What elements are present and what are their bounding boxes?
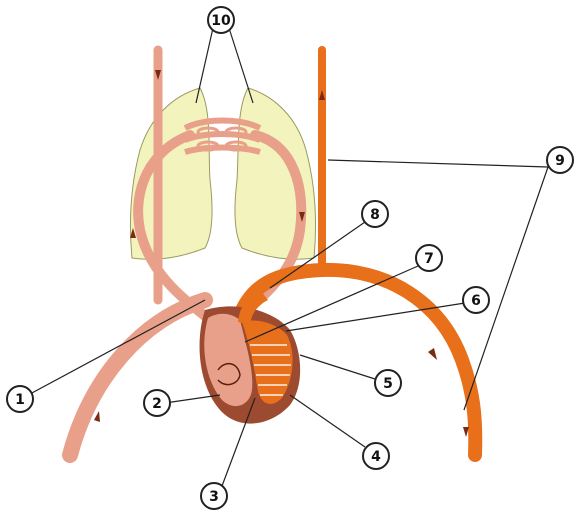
callout-7: 7 — [416, 245, 442, 271]
callout-10-text: 10 — [211, 13, 231, 29]
callout-2-text: 2 — [152, 396, 162, 412]
vein-from-body — [70, 300, 205, 455]
callout-5-text: 5 — [383, 376, 393, 392]
callout-10: 10 — [208, 7, 234, 33]
callout-7-text: 7 — [424, 251, 434, 267]
callout-4: 4 — [363, 443, 389, 469]
callout-5: 5 — [375, 370, 401, 396]
callout-3-text: 3 — [209, 489, 219, 505]
callout-4-text: 4 — [371, 449, 381, 465]
callout-8: 8 — [362, 201, 388, 227]
heart — [200, 290, 301, 424]
callout-3: 3 — [201, 483, 227, 509]
callout-6-text: 6 — [471, 293, 481, 309]
callout-1: 1 — [7, 386, 33, 412]
callout-6: 6 — [463, 287, 489, 313]
callout-1-text: 1 — [15, 392, 25, 408]
callout-2: 2 — [144, 390, 170, 416]
callout-8-text: 8 — [370, 207, 380, 223]
callout-9: 9 — [547, 147, 573, 173]
callout-9-text: 9 — [555, 153, 565, 169]
pulmonary-capillaries — [185, 121, 260, 153]
